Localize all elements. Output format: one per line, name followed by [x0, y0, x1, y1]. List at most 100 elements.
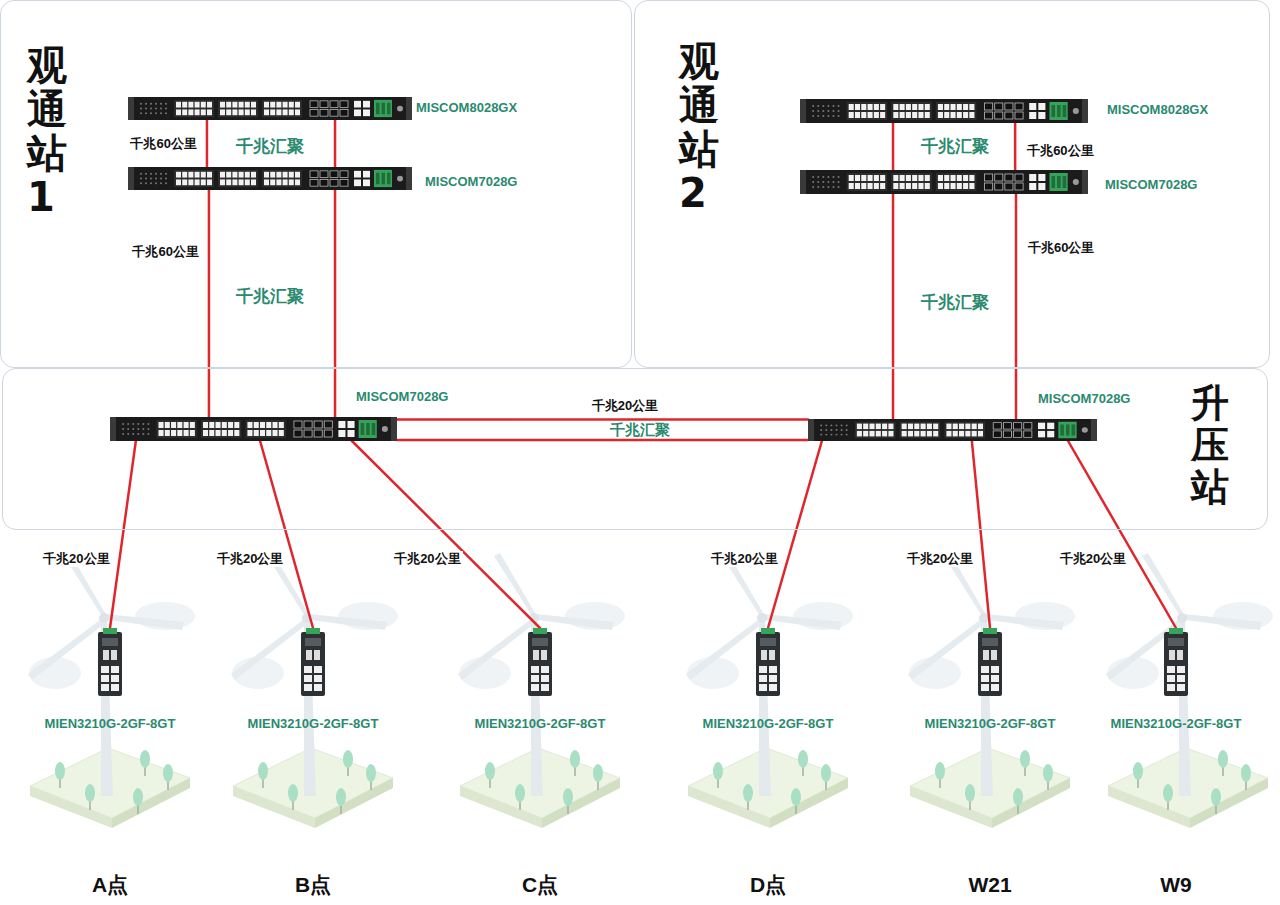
- switch-box: MISCOM8028GX: [800, 99, 1088, 123]
- rj45-port: [354, 109, 361, 116]
- fiber-link: [334, 190, 337, 417]
- site-name: D点: [666, 873, 870, 897]
- vent-dot: [838, 176, 840, 178]
- rj45-port: [226, 109, 231, 115]
- rj45-port: [247, 422, 252, 428]
- device-terminal: [306, 628, 320, 634]
- rj45-port: [849, 183, 854, 189]
- terminal-pin: [376, 103, 380, 115]
- device-model-label: MIEN3210G-2GF-8GT: [666, 716, 870, 732]
- sfp-port: [985, 174, 993, 181]
- sfp-port: [330, 171, 338, 178]
- rj45-port: [195, 172, 200, 178]
- terminal-pin: [1060, 425, 1064, 436]
- sfp-port: [310, 101, 318, 108]
- rj45-port: [101, 675, 109, 682]
- rj45-port: [906, 175, 911, 181]
- wind-turbine: [908, 553, 1075, 828]
- site-name: W21: [888, 873, 1092, 897]
- vent-dot: [132, 433, 134, 435]
- ground-knob: [382, 426, 388, 432]
- rj45-port: [912, 175, 917, 181]
- port-group: [855, 422, 896, 439]
- rj45-port: [541, 666, 549, 673]
- rj45-port: [868, 183, 873, 189]
- rj45-port: [849, 175, 854, 181]
- fiber-link: [334, 120, 337, 167]
- vent-dot: [817, 115, 819, 117]
- rack-ear: [1082, 170, 1088, 194]
- vent-dot: [841, 429, 843, 431]
- rj45-port: [531, 684, 539, 691]
- rj45-port: [251, 172, 256, 178]
- port-group: [847, 173, 888, 191]
- rj45-port: [276, 172, 281, 178]
- sfp-port: [995, 174, 1003, 181]
- vent-dot: [160, 103, 162, 105]
- fiber-link: [206, 120, 209, 167]
- rj45-port: [184, 422, 189, 428]
- rj45-port: [347, 421, 354, 428]
- rj45-port: [279, 422, 284, 428]
- rj45-port: [874, 183, 879, 189]
- station-title: 观通站2: [679, 39, 719, 215]
- rj45-port: [207, 109, 212, 115]
- sfp-port: [340, 171, 348, 178]
- port-group: [900, 422, 941, 439]
- rj45-port: [861, 104, 866, 110]
- device-panel: [982, 638, 998, 646]
- rj45-port: [176, 179, 181, 185]
- sfp-port: [983, 650, 989, 660]
- rj45-port: [295, 172, 300, 178]
- vent-dot: [835, 429, 837, 431]
- site-name: C点: [438, 873, 642, 897]
- vent-dot: [150, 182, 152, 184]
- industrial-switch-graphic: [755, 628, 781, 696]
- rj45-port: [276, 109, 281, 115]
- rj45-port: [918, 112, 923, 118]
- sfp-port: [340, 179, 348, 186]
- rj45-port: [239, 179, 244, 185]
- switch-graphic: [110, 417, 397, 441]
- sfp-port: [1024, 423, 1032, 429]
- rj45-port: [1029, 103, 1036, 110]
- rj45-port: [182, 179, 187, 185]
- rj45-port: [759, 666, 767, 673]
- rj45-port: [969, 183, 974, 189]
- switch-body: [800, 99, 1088, 123]
- rj45-port: [363, 179, 370, 186]
- rj45-port: [912, 104, 917, 110]
- rj45-port: [972, 424, 977, 430]
- station-panel: 升压站MISCOM7028GMISCOM7028G: [2, 368, 1268, 530]
- vent-dot: [827, 105, 829, 107]
- industrial-switch-graphic: [977, 628, 1003, 696]
- terminal-block: [374, 170, 392, 187]
- vent-dot: [822, 181, 824, 183]
- rj45-port: [880, 175, 885, 181]
- switch-box: MISCOM7028G: [110, 417, 397, 441]
- vent-dot: [832, 115, 834, 117]
- rj45-port: [289, 179, 294, 185]
- aggregation-label: 千兆汇聚: [919, 293, 991, 312]
- rj45-port: [925, 175, 930, 181]
- rj45-port: [251, 179, 256, 185]
- vent-dot: [127, 423, 129, 425]
- fiber-link: [397, 439, 808, 442]
- fiber-link: [892, 194, 895, 419]
- rj45-port: [978, 424, 983, 430]
- link-label: 千兆60公里: [128, 136, 198, 152]
- port-group: [174, 100, 214, 117]
- rj45-port: [363, 101, 370, 108]
- fiber-link: [260, 441, 313, 628]
- vent-dot: [155, 178, 157, 180]
- sfp-port: [111, 650, 117, 660]
- rj45-port: [1167, 666, 1175, 673]
- turbine-site: MIEN3210G-2GF-8GTA点: [8, 628, 212, 898]
- switch-model-label: MISCOM7028G: [356, 389, 448, 405]
- rj45-port: [1177, 666, 1185, 673]
- vent-dot: [835, 434, 837, 436]
- rj45-port: [991, 675, 999, 682]
- rj45-port: [232, 102, 237, 108]
- rj45-port: [981, 666, 989, 673]
